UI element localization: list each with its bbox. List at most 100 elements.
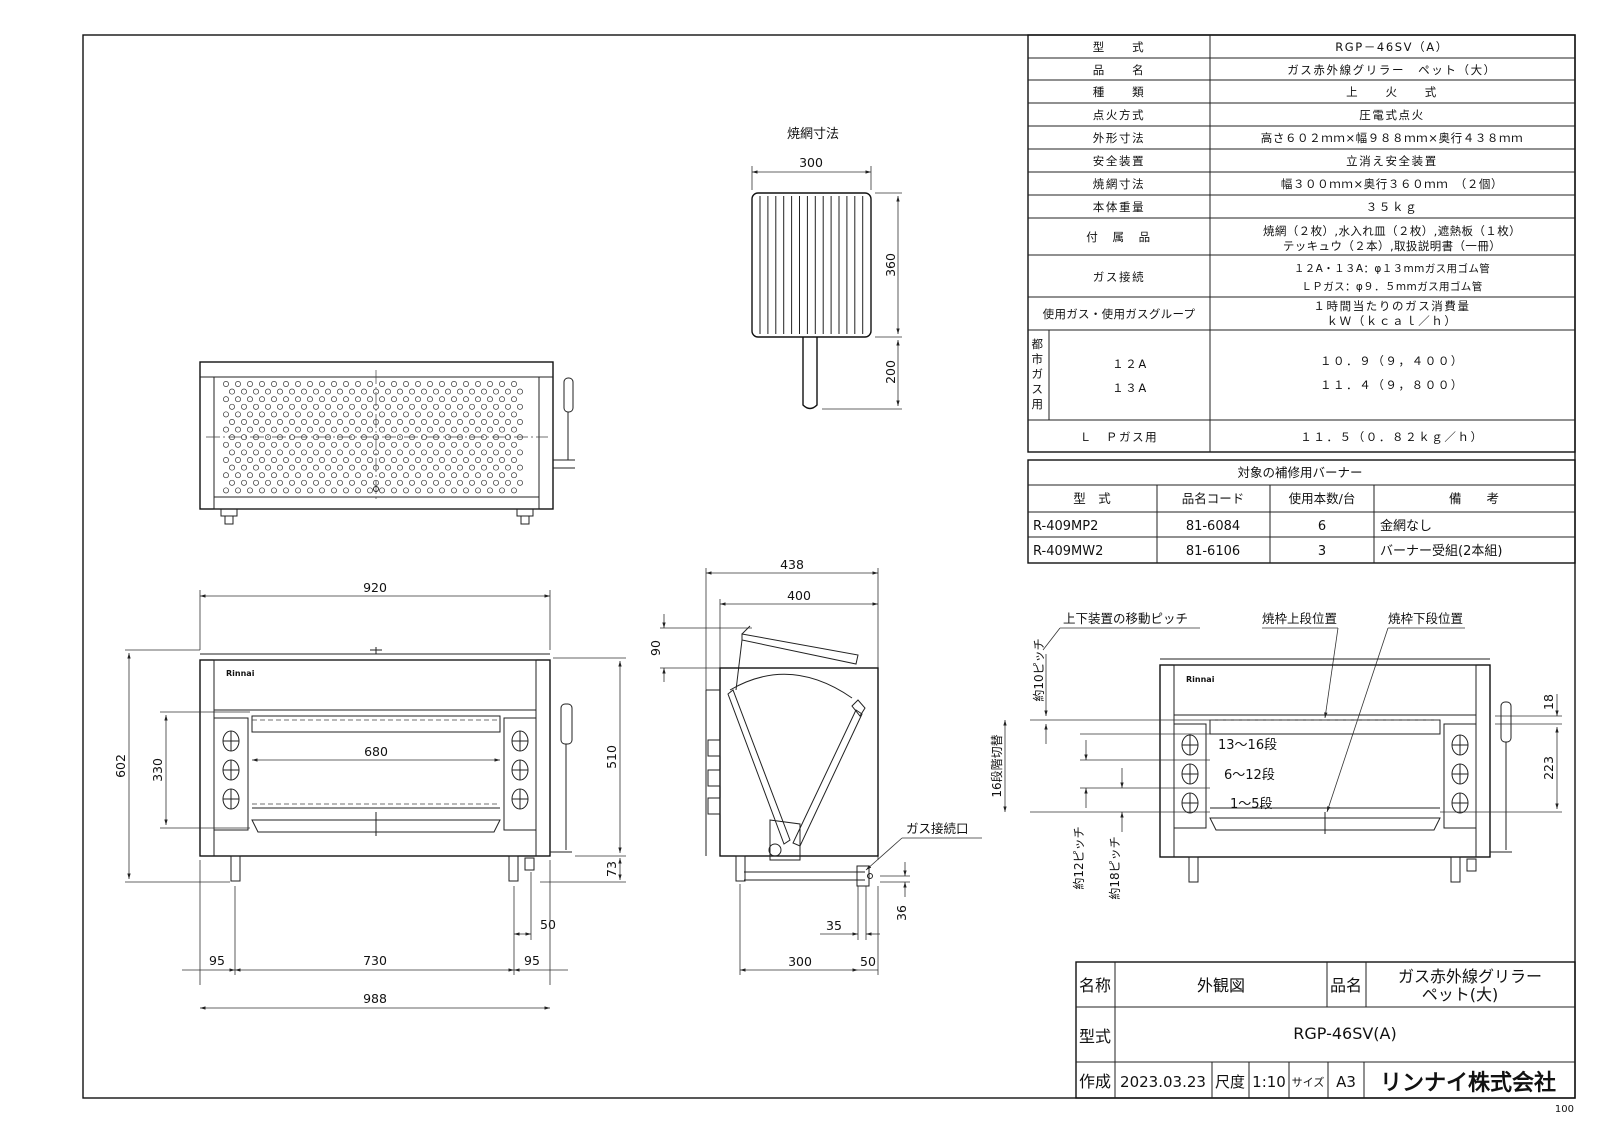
perforation-hole <box>421 464 427 471</box>
perforation-hole <box>463 426 469 433</box>
perforation-hole <box>223 411 229 418</box>
perforation-hole <box>223 472 229 479</box>
perforation-hole <box>271 426 277 433</box>
perforation-hole <box>445 464 451 471</box>
perforation-hole <box>259 381 265 387</box>
perforation-hole <box>283 381 289 387</box>
perforation-hole <box>421 403 427 410</box>
perforation-hole <box>469 388 475 395</box>
perforation-hole <box>487 487 493 494</box>
perforation-hole <box>367 457 373 463</box>
perforation-hole <box>427 396 433 403</box>
perforation-hole <box>265 419 271 425</box>
perforation-hole <box>337 403 343 410</box>
perforation-hole <box>397 434 403 441</box>
detail-dim-223: 223 <box>1541 756 1556 780</box>
perforation-hole <box>511 381 517 387</box>
perforation-hole <box>403 381 409 387</box>
lp-gas-value: １１．５（０．８２ｋｇ／ｈ） <box>1300 430 1483 444</box>
perforation-hole <box>223 381 229 387</box>
perforation-hole <box>319 411 325 418</box>
perforation-hole <box>499 381 505 387</box>
perforation-hole <box>463 411 469 418</box>
detail-dim-12-pitch: 約12ピッチ <box>1071 826 1086 889</box>
perforation-hole <box>289 388 295 395</box>
perforation-hole <box>499 457 505 463</box>
perforation-hole <box>229 464 235 471</box>
perforation-hole <box>331 487 337 494</box>
perforation-hole <box>313 388 319 395</box>
perforation-hole <box>451 457 457 463</box>
perforation-hole <box>295 472 301 479</box>
perforation-hole <box>439 381 445 387</box>
perforation-hole <box>319 396 325 403</box>
front-dim-510: 510 <box>604 745 619 769</box>
perforation-hole <box>289 449 295 456</box>
perforation-hole <box>439 472 445 479</box>
front-dim-680: 680 <box>364 744 388 759</box>
detail-view: 上下装置の移動ピッチ 焼枠上段位置 焼枠下段位置 Rinnai 13～16段 <box>989 611 1562 900</box>
perforation-hole <box>367 487 373 494</box>
perforation-hole <box>253 403 259 410</box>
spec-value-3: 圧電式点火 <box>1359 108 1425 122</box>
perforation-hole <box>367 411 373 418</box>
perforation-hole <box>379 441 385 448</box>
perforation-hole <box>409 419 415 425</box>
side-dim-438: 438 <box>780 557 804 572</box>
perforation-hole <box>505 403 511 410</box>
tb-model-label: 型式 <box>1079 1027 1111 1046</box>
perforation-hole <box>349 449 355 456</box>
perforation-hole <box>379 396 385 403</box>
perforation-hole <box>367 396 373 403</box>
spec-gas-group-line2: ｋＷ（ｋｃａｌ／ｈ） <box>1327 314 1458 328</box>
perforation-hole <box>385 479 391 486</box>
tb-size: A3 <box>1336 1073 1356 1091</box>
side-dim-90: 90 <box>648 640 663 656</box>
perforation-hole <box>415 487 421 494</box>
city-gas-type-13a: １３A <box>1112 381 1148 395</box>
perforation-hole <box>277 449 283 456</box>
perforation-hole <box>481 479 487 486</box>
side-dim-300: 300 <box>788 954 812 969</box>
perforation-hole <box>481 419 487 425</box>
perforation-hole <box>403 396 409 403</box>
burner-row-1-notes: バーナー受組(2本組) <box>1380 544 1502 559</box>
perforation-hole <box>289 464 295 471</box>
perforation-hole <box>421 479 427 486</box>
perforation-hole <box>499 396 505 403</box>
city-gas-value-13a: １１．４（９，８００） <box>1320 378 1464 392</box>
perforation-hole <box>271 396 277 403</box>
perforation-hole <box>391 426 397 433</box>
perforation-hole <box>289 403 295 410</box>
perforation-hole <box>433 403 439 410</box>
perforation-hole <box>445 388 451 395</box>
perforation-hole <box>367 381 373 387</box>
perforation-hole <box>505 479 511 486</box>
perforation-hole <box>427 457 433 463</box>
perforation-hole <box>415 381 421 387</box>
tb-scale-label: 尺度 <box>1215 1073 1245 1091</box>
front-dim-920: 920 <box>363 580 387 595</box>
perforation-hole <box>307 426 313 433</box>
perforation-hole <box>433 449 439 456</box>
perforation-hole <box>271 487 277 494</box>
burner-row-1-code: 81-6106 <box>1186 544 1240 559</box>
perforation-hole <box>499 426 505 433</box>
tb-name-label: 名称 <box>1079 976 1111 995</box>
perforation-hole <box>337 388 343 395</box>
perforation-hole <box>475 441 481 448</box>
perforation-hole <box>397 479 403 486</box>
perforation-hole <box>385 449 391 456</box>
perforation-hole <box>475 396 481 403</box>
city-gas-char-4: 用 <box>1031 397 1044 411</box>
perforation-hole <box>415 426 421 433</box>
burner-header-code: 品名コード <box>1182 491 1245 506</box>
tb-product-label: 品名 <box>1330 976 1362 995</box>
perforation-hole <box>337 419 343 425</box>
perforation-hole <box>511 472 517 479</box>
perforation-hole <box>505 419 511 425</box>
perforation-hole <box>409 449 415 456</box>
perforation-hole <box>475 472 481 479</box>
perforation-hole <box>451 487 457 494</box>
perforation-hole <box>427 487 433 494</box>
